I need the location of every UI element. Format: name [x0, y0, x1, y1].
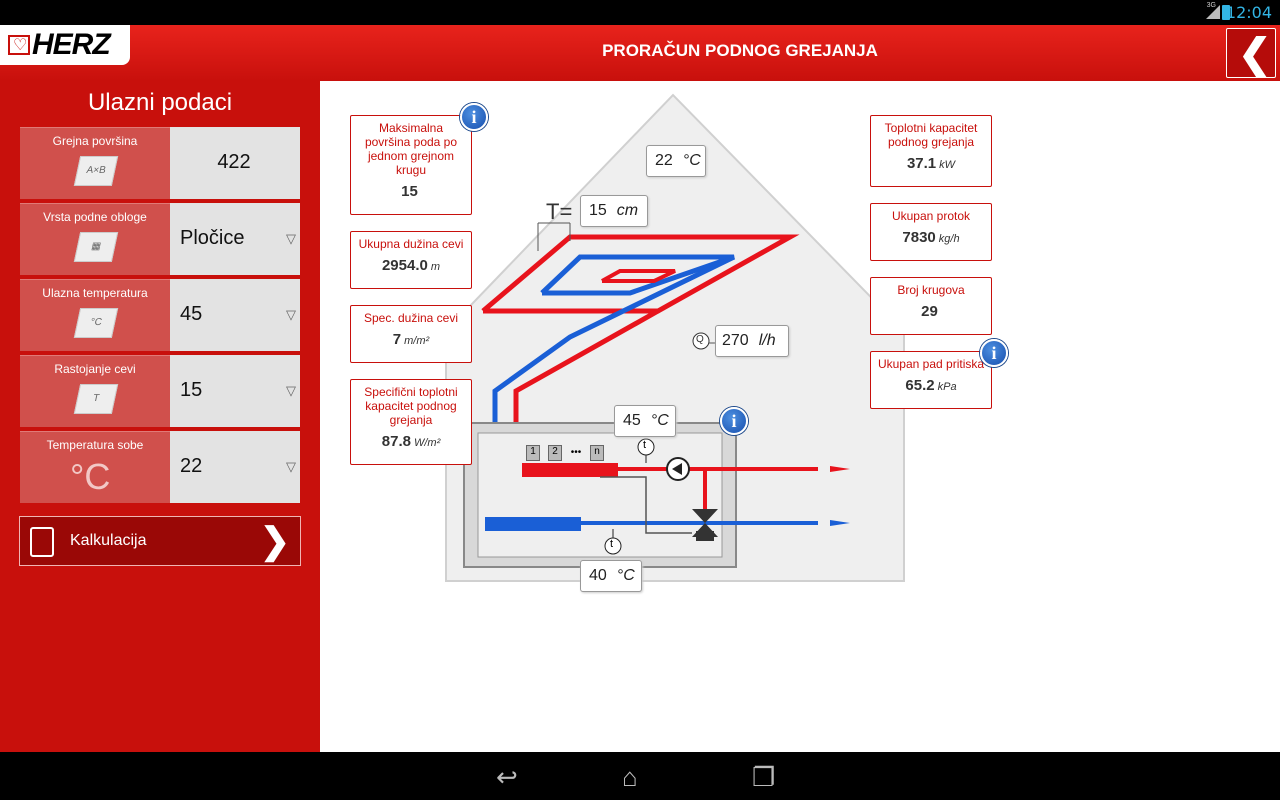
return-temperature-field[interactable]: 40°C — [580, 560, 642, 592]
supply-arrow-icon — [830, 466, 850, 472]
nav-recents-icon[interactable]: ❐ — [752, 762, 776, 792]
flow-marker — [692, 332, 710, 350]
calculate-button[interactable]: Kalkulacija ❯ — [19, 516, 301, 566]
logo-wordmark: HERZ — [32, 28, 111, 61]
input-label: Rastojanje cevi — [54, 362, 136, 376]
heart-icon: ♡ — [8, 35, 30, 55]
dropdown-arrow-icon: ▽ — [286, 459, 296, 474]
info-icon-manifold[interactable]: i — [720, 407, 748, 435]
battery-icon — [1222, 5, 1230, 20]
app-bar: ♡ HERZ PRORAČUN PODNOG GREJANJA ❮ — [0, 25, 1280, 81]
supply-temperature-field[interactable]: 45°C — [614, 405, 676, 437]
pipe-spacing-select[interactable]: 15 ▽ — [170, 355, 300, 427]
chevron-right-icon: ❯ — [259, 520, 290, 561]
sensor-symbol-return: t — [610, 538, 614, 550]
sensor-symbol-supply: t — [643, 439, 647, 451]
area-icon: A×B — [73, 156, 119, 186]
manifold-circuit-labels: 1 2 ••• n — [526, 445, 606, 463]
input-label: Vrsta podne obloge — [43, 210, 147, 224]
input-row-inlet-temperature: Ulazna temperatura °C 45 ▽ — [20, 279, 300, 351]
input-label: Temperatura sobe — [46, 438, 144, 452]
heating-area-field[interactable]: 422 — [170, 127, 300, 199]
dropdown-arrow-icon: ▽ — [286, 231, 296, 246]
nav-back-icon[interactable]: ↩ — [496, 762, 518, 792]
system-nav-bar: ↩ ⌂ ❐ — [0, 752, 1280, 800]
back-button[interactable]: ❮ — [1226, 28, 1276, 78]
signal-icon — [1206, 5, 1220, 19]
info-icon-pressure-drop[interactable]: i — [980, 339, 1008, 367]
nav-home-icon[interactable]: ⌂ — [622, 762, 638, 792]
info-icon-max-area[interactable]: i — [460, 103, 488, 131]
return-manifold — [485, 517, 581, 531]
dropdown-arrow-icon: ▽ — [286, 383, 296, 398]
valve-icon — [692, 509, 718, 537]
calculator-icon — [30, 527, 54, 557]
spacing-symbol: T= — [546, 199, 573, 224]
clock: 12:04 — [1225, 3, 1272, 22]
calculate-label: Kalkulacija — [70, 532, 147, 549]
return-arrow-icon — [830, 520, 850, 526]
input-row-floor-covering: Vrsta podne obloge ▦ Pločice ▽ — [20, 203, 300, 275]
circuit-label: n — [590, 445, 604, 461]
input-label: Grejna površina — [52, 134, 138, 148]
back-chevron-icon: ❮ — [1238, 32, 1272, 76]
room-temperature-value: 22 — [180, 455, 203, 477]
room-temperature-icon: °C — [70, 456, 111, 497]
input-panel-title: Ulazni podaci — [87, 89, 233, 116]
result-circuit-count: Broj krugova 29 — [870, 277, 992, 335]
room-temperature-field[interactable]: 22°C — [646, 145, 706, 177]
pipe-loop-inner — [601, 269, 676, 283]
circuit-label: 1 — [526, 445, 540, 461]
pump-arrow — [672, 463, 682, 475]
circuit-label: ••• — [570, 447, 582, 458]
result-max-area: Maksimalna površina poda po jednom grejn… — [350, 115, 472, 215]
input-label: Ulazna temperatura — [42, 286, 148, 300]
floor-covering-value: Pločice — [180, 227, 245, 249]
inlet-temperature-select[interactable]: 45 ▽ — [170, 279, 300, 351]
pipe-loop-supply — [481, 234, 800, 314]
flow-symbol: Q — [696, 334, 704, 345]
pipe-spacing-value: 15 — [180, 379, 203, 401]
inlet-temperature-icon: °C — [73, 308, 119, 338]
dropdown-arrow-icon: ▽ — [286, 307, 296, 322]
result-specific-capacity: Specifični toplotni kapacitet podnog gre… — [350, 379, 472, 465]
room-temperature-select[interactable]: 22 ▽ — [170, 431, 300, 503]
herz-logo: ♡ HERZ — [0, 25, 130, 65]
actuator-icon — [696, 531, 714, 541]
circuit-label: 2 — [548, 445, 562, 461]
pipe-spacing-icon: T — [73, 384, 119, 414]
floor-covering-select[interactable]: Pločice ▽ — [170, 203, 300, 275]
page-title: PRORAČUN PODNOG GREJANJA — [602, 41, 878, 60]
tiles-icon: ▦ — [73, 232, 119, 262]
heating-area-value: 422 — [217, 151, 251, 173]
input-row-room-temperature: Temperatura sobe °C 22 ▽ — [20, 431, 300, 503]
status-bar: 3G 12:04 — [0, 0, 1280, 25]
inlet-temperature-value: 45 — [180, 303, 203, 325]
supply-manifold — [522, 463, 618, 477]
sensor-wire — [600, 476, 692, 534]
